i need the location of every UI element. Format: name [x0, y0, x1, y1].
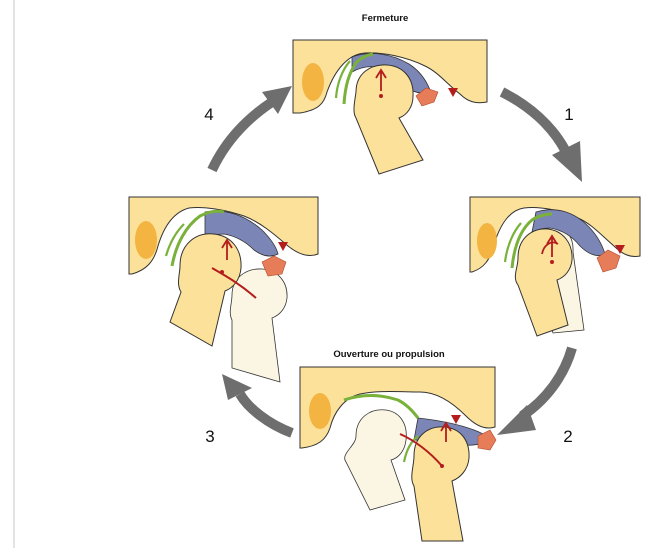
- cycle-arrow-1: [502, 92, 565, 150]
- fossa-oval: [309, 393, 331, 429]
- ghost-condyle: [345, 410, 407, 510]
- eminence-marker: [278, 242, 288, 251]
- rotation-point: [550, 260, 554, 264]
- opening-title: Ouverture ou propulsion: [333, 349, 445, 360]
- step-number-1: 1: [564, 105, 573, 124]
- closing-title: Fermeture: [362, 13, 408, 24]
- rotation-point: [220, 270, 224, 274]
- step-number-2: 2: [563, 427, 572, 446]
- eminence-marker: [448, 88, 458, 97]
- mandible: [170, 234, 241, 346]
- cycle-arrow-4: [212, 102, 272, 170]
- cycle-arrow-3: [240, 394, 292, 433]
- mandible: [412, 427, 469, 541]
- step-number-4: 4: [204, 105, 213, 124]
- cycle-arrow-2: [522, 348, 572, 416]
- fossa-oval: [135, 221, 157, 259]
- panel-right: [470, 197, 640, 336]
- eminence-marker: [451, 415, 461, 424]
- panel-opening: Ouverture ou propulsion: [300, 349, 496, 541]
- fossa-oval: [302, 63, 324, 101]
- fossa-oval: [477, 223, 497, 259]
- rotation-point: [440, 464, 444, 468]
- step-number-3: 3: [205, 427, 214, 446]
- panel-closing: Fermeture: [293, 13, 487, 174]
- rotation-point: [379, 94, 383, 98]
- panel-left: [129, 197, 318, 382]
